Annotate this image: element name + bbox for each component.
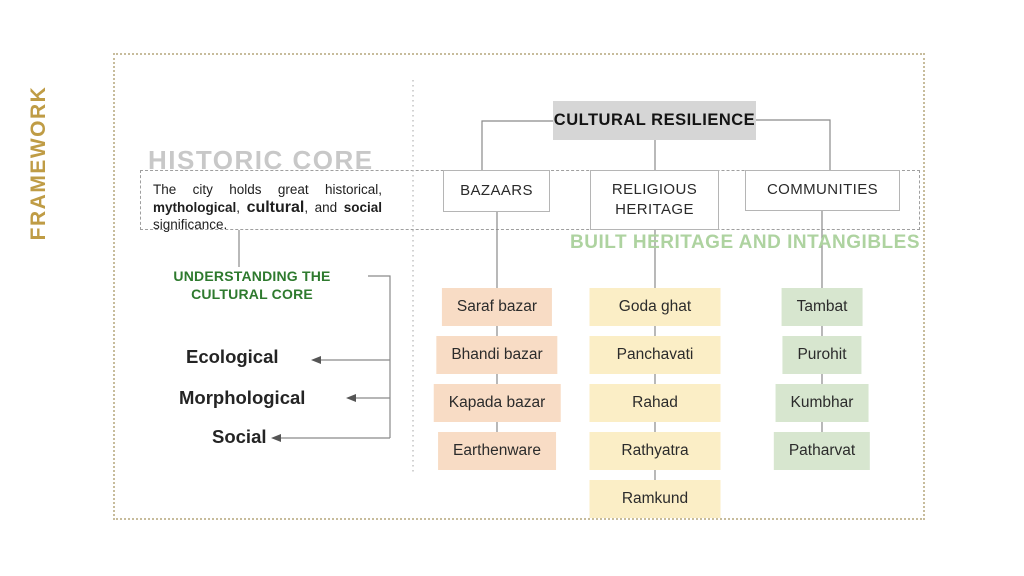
description-line: mythological, cultural, and social — [153, 198, 382, 216]
item-box-patharvat: Patharvat — [773, 432, 871, 470]
item-box-bhandi-bazar: Bhandi bazar — [436, 336, 558, 374]
header-bazaars: BAZAARS — [443, 170, 550, 212]
item-box-rathyatra: Rathyatra — [589, 432, 721, 470]
framework-vertical-label: FRAMEWORK — [27, 85, 50, 241]
arrowheads — [271, 356, 356, 442]
header-communities: COMMUNITIES — [745, 170, 900, 211]
description-line: significance. — [153, 217, 228, 232]
item-box-earthenware: Earthenware — [438, 432, 556, 470]
item-box-tambat: Tambat — [781, 288, 863, 326]
built-heritage-subtitle: BUILT HERITAGE AND INTANGIBLES — [570, 232, 920, 253]
aspect-ecological: Ecological — [186, 346, 279, 367]
item-box-rahad: Rahad — [589, 384, 721, 422]
aspect-social: Social — [212, 426, 267, 447]
item-box-saraf-bazar: Saraf bazar — [441, 288, 553, 326]
item-box-kapada-bazar: Kapada bazar — [433, 384, 561, 422]
aspect-morphological: Morphological — [179, 387, 306, 408]
outer-dotted-frame — [113, 53, 925, 520]
historic-core-description: The city holds great historical,mytholog… — [153, 181, 382, 234]
item-box-ramkund: Ramkund — [589, 480, 721, 518]
historic-core-title: HISTORIC CORE — [148, 145, 374, 175]
item-box-panchavati: Panchavati — [589, 336, 721, 374]
cultural-resilience-box: CULTURAL RESILIENCE — [553, 101, 756, 140]
understanding-cultural-core-heading: UNDERSTANDING THE CULTURAL CORE — [173, 268, 331, 303]
item-box-kumbhar: Kumbhar — [775, 384, 869, 422]
description-line: The city holds great historical, — [153, 182, 382, 197]
item-box-purohit: Purohit — [782, 336, 862, 374]
header-religious-heritage: RELIGIOUS HERITAGE — [590, 170, 719, 230]
item-box-goda-ghat: Goda ghat — [589, 288, 721, 326]
